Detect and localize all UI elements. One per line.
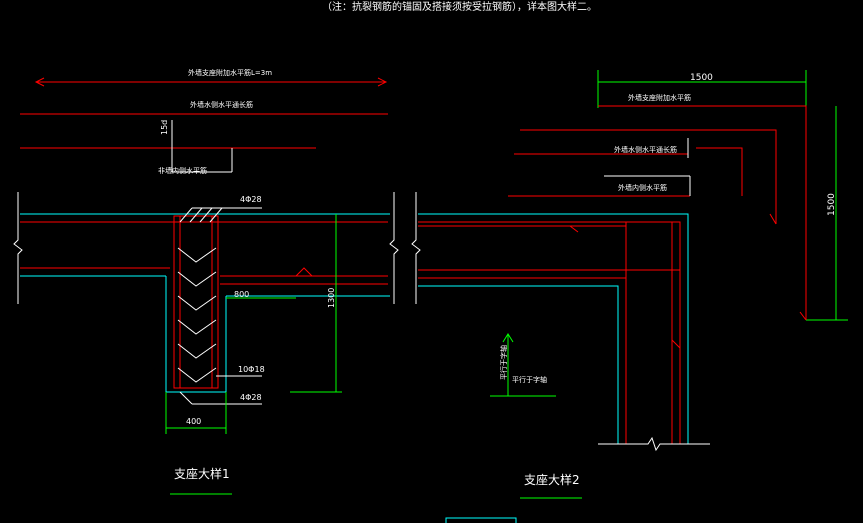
detail2-outer-rebar-1 bbox=[520, 129, 777, 224]
detail1-inner-rebar-label: 非墙内侧水平筋 bbox=[158, 166, 207, 175]
detail1-group: 外墙支座附加水平筋L=3m 外墙水侧水平通长筋 15d 非墙内侧水平筋 bbox=[13, 68, 399, 495]
detail2-inner-rebar-label: 外墙内侧水平筋 bbox=[618, 183, 667, 192]
detail2-break-lines bbox=[411, 192, 710, 452]
detail1-add-rebar-label: 外墙支座附加水平筋L=3m bbox=[188, 68, 272, 77]
detail1-bottom-bar-leader-1 bbox=[179, 391, 193, 405]
detail2-hook-1 bbox=[569, 225, 579, 233]
detail1-4phi28-top-label: 4Φ28 bbox=[240, 195, 262, 204]
detail1-top-bar-leaders bbox=[179, 207, 262, 223]
detail2-axis-horizontal-label: 平行于字轴 bbox=[512, 375, 547, 384]
detail2-wall-inner bbox=[418, 285, 619, 444]
detail2-outer-rebar-1-hook bbox=[769, 213, 777, 225]
detail1-dim-800-label: 800 bbox=[234, 290, 249, 299]
detail1-stirrups bbox=[177, 247, 217, 383]
detail1-dim-400-label: 400 bbox=[186, 417, 201, 426]
detail2-wall-rebar-outer bbox=[418, 221, 681, 444]
detail2-add-rebar-hook bbox=[799, 311, 807, 321]
detail2-add-rebar-label: 外墙支座附加水平筋 bbox=[628, 93, 691, 102]
detail2-axis-vertical-label: 平行于字轴 bbox=[499, 345, 508, 380]
detail2-title: 支座大样2 bbox=[524, 472, 580, 487]
detail2-outer-rebar-3 bbox=[696, 147, 743, 196]
detail1-column-cage bbox=[173, 215, 219, 389]
detail1-dim-1300-label: 1300 bbox=[327, 288, 336, 308]
detail1-rebar-hook bbox=[295, 267, 313, 277]
detail1-10phi18-label: 10Φ18 bbox=[238, 365, 265, 374]
detail1-add-rebar-arrow-left bbox=[34, 77, 45, 87]
detail1-title: 支座大样1 bbox=[174, 466, 230, 481]
bottom-frame-fragment bbox=[445, 517, 517, 523]
detail2-wall-rebar-inner bbox=[418, 277, 627, 444]
detail2-outer-rebar-label: 外墙水侧水平通长筋 bbox=[614, 145, 677, 154]
detail2-hook-2 bbox=[671, 339, 681, 349]
detail1-outer-rebar-label: 外墙水侧水平通长筋 bbox=[190, 100, 253, 109]
header-note: （注：抗裂钢筋的锚固及搭接须按受拉钢筋），详本图大样二。 bbox=[322, 0, 597, 13]
detail2-dim-1500-h-label: 1500 bbox=[690, 73, 713, 83]
detail2-group: 1500 1500 外墙支座附加水平筋 外墙水侧水平通长筋 外墙内侧水平筋 bbox=[411, 70, 848, 499]
detail2-wall-outer bbox=[418, 213, 689, 444]
detail2-axis-vertical-arrow bbox=[502, 333, 514, 343]
detail1-add-rebar-arrow-right bbox=[377, 77, 388, 87]
detail1-break-lines bbox=[13, 192, 399, 304]
detail1-4phi28-bottom-label: 4Φ28 bbox=[240, 393, 262, 402]
detail2-add-rebar bbox=[598, 105, 807, 320]
detail2-dim-1500-v-label: 1500 bbox=[827, 193, 837, 216]
detail1-15d-label: 15d bbox=[160, 120, 169, 135]
